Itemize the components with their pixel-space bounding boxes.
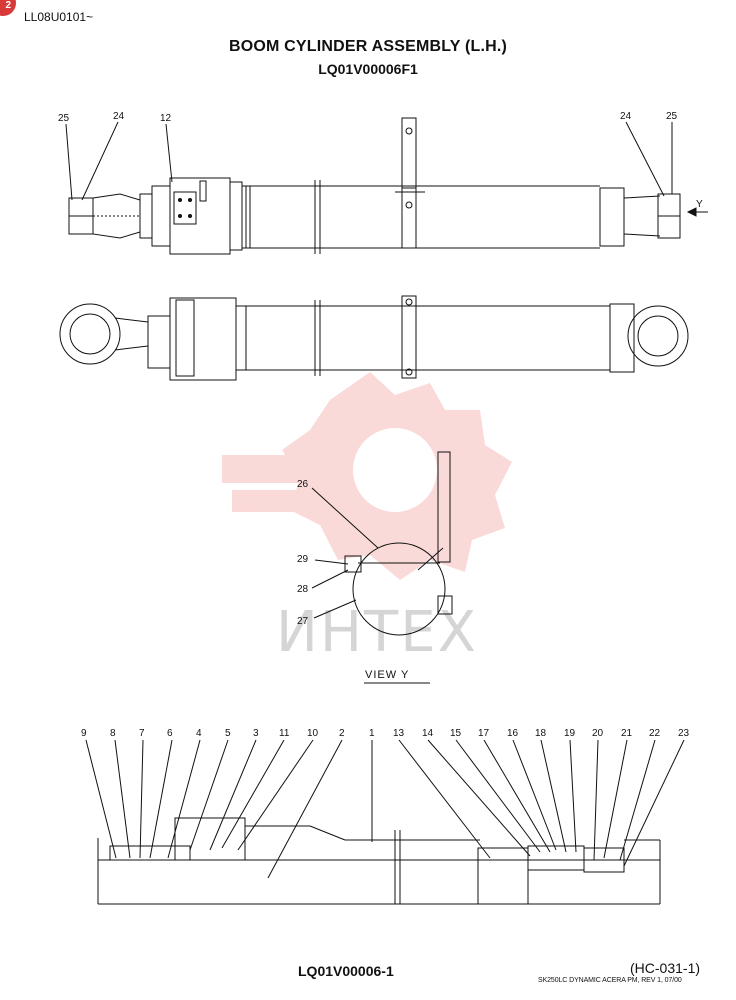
callout-16: 16 bbox=[507, 728, 519, 739]
footer-part-number: LQ01V00006-1 bbox=[298, 963, 394, 979]
callout-10: 10 bbox=[307, 728, 319, 739]
view-y-title: VIEW Y bbox=[365, 669, 410, 681]
callout-21: 21 bbox=[621, 728, 633, 739]
footer-sheet-code: (HC-031-1) bbox=[630, 960, 701, 976]
direction-y-label: Y bbox=[696, 199, 703, 210]
callout-17: 17 bbox=[478, 728, 490, 739]
callout-20: 20 bbox=[592, 728, 604, 739]
watermark-logo bbox=[222, 372, 512, 580]
callout-29: 29 bbox=[297, 554, 309, 565]
callout-25-right: 25 bbox=[666, 111, 678, 122]
callout-6: 6 bbox=[167, 728, 173, 739]
page-badge: 2 bbox=[0, 0, 16, 16]
callout-24-right: 24 bbox=[620, 111, 632, 122]
callout-13: 13 bbox=[393, 728, 405, 739]
callout-18: 18 bbox=[535, 728, 547, 739]
callout-25-left: 25 bbox=[58, 113, 70, 124]
callout-24-left: 24 bbox=[113, 111, 125, 122]
callout-8: 8 bbox=[110, 728, 116, 739]
part-number: LQ01V00006F1 bbox=[318, 61, 418, 77]
callout-26: 26 bbox=[297, 479, 309, 490]
callout-2: 2 bbox=[339, 728, 345, 739]
callout-11: 11 bbox=[279, 728, 290, 739]
callout-28: 28 bbox=[297, 584, 309, 595]
callout-12: 12 bbox=[160, 113, 172, 124]
watermark-text: ИНТЕХ bbox=[276, 600, 478, 665]
callout-23: 23 bbox=[678, 728, 690, 739]
callout-7: 7 bbox=[139, 728, 145, 739]
callout-14: 14 bbox=[422, 728, 434, 739]
callout-9: 9 bbox=[81, 728, 87, 739]
callout-22: 22 bbox=[649, 728, 661, 739]
callout-4: 4 bbox=[196, 728, 202, 739]
callout-1: 1 bbox=[369, 728, 375, 739]
callout-15: 15 bbox=[450, 728, 462, 739]
page-title: BOOM CYLINDER ASSEMBLY (L.H.) bbox=[228, 38, 508, 55]
callout-5: 5 bbox=[225, 728, 231, 739]
model-code: LL08U0101~ bbox=[24, 10, 94, 24]
callout-19: 19 bbox=[564, 728, 576, 739]
footer-subtitle: SK250LC DYNAMIC ACERA PM, REV 1, 07/00 bbox=[538, 977, 682, 984]
callout-3: 3 bbox=[253, 728, 259, 739]
callout-27: 27 bbox=[297, 616, 309, 627]
